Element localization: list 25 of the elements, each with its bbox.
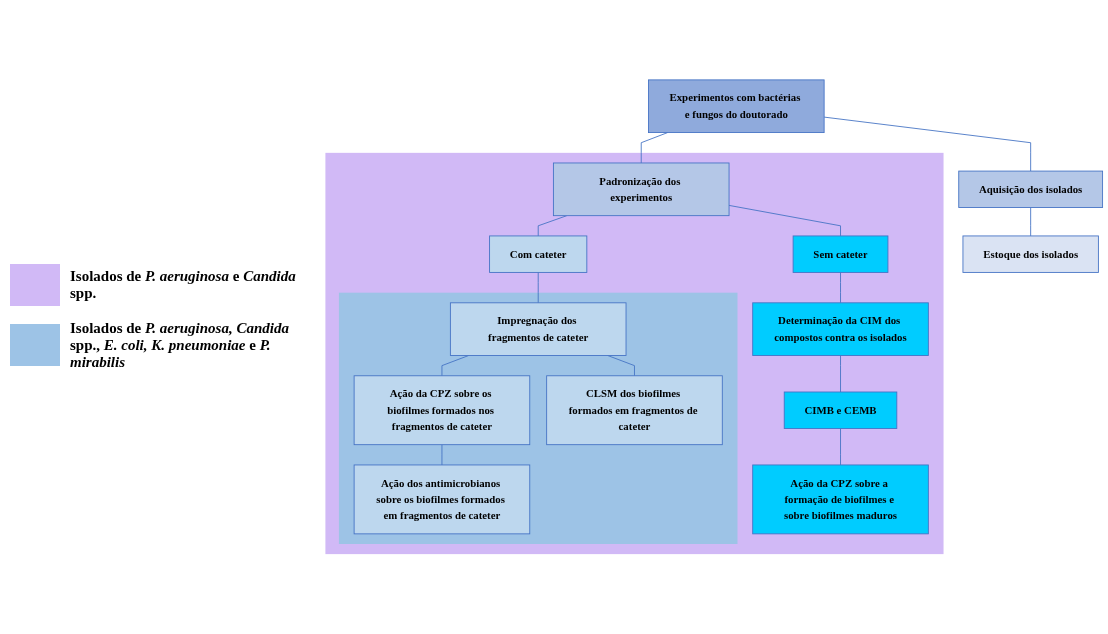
connector	[840, 428, 841, 466]
node-box: Aquisição dos isolados	[958, 170, 1104, 208]
node-box: Com cateter	[489, 235, 588, 273]
legend-text: Isolados de P. aeruginosa, Candida spp., E. coli, K. pneumoniae e P. mirabilis	[70, 319, 290, 371]
connector	[823, 116, 1032, 172]
cluster	[325, 152, 944, 555]
node-box: Padronização dos experimentos	[552, 162, 730, 217]
connector	[1030, 207, 1032, 237]
node-box: Estoque dos isolados	[962, 235, 1099, 273]
connector	[728, 204, 841, 237]
connector	[441, 444, 443, 466]
node-box: Determinação da CIM dos compostos contra os isolados	[752, 302, 929, 356]
cluster	[338, 292, 738, 544]
node-box: Ação da CPZ sobre os biofilmes formados nos fragmentos de cateter	[353, 375, 531, 446]
node-box: CIMB e CEMB	[783, 391, 898, 429]
legend-text: Isolados de P. aeruginosa e Candida spp.	[70, 267, 297, 302]
connector	[840, 355, 841, 393]
node-box: CLSM dos biofilmes formados em fragmentos de cateter	[546, 375, 723, 446]
connector	[840, 271, 841, 304]
node-box: Impregnação dos fragmentos de cateter	[449, 302, 627, 356]
node-box: Sem cateter	[792, 235, 889, 273]
node-box: Ação dos antimicrobianos sobre os biofilmes formados em fragmentos de cateter	[353, 464, 531, 535]
node-box: Ação da CPZ sobre a formação de biofilmes e sobre biofilmes maduros	[752, 464, 929, 535]
node-box: Experimentos com bactérias e fungos do doutorado	[648, 79, 825, 133]
connector	[537, 271, 539, 304]
